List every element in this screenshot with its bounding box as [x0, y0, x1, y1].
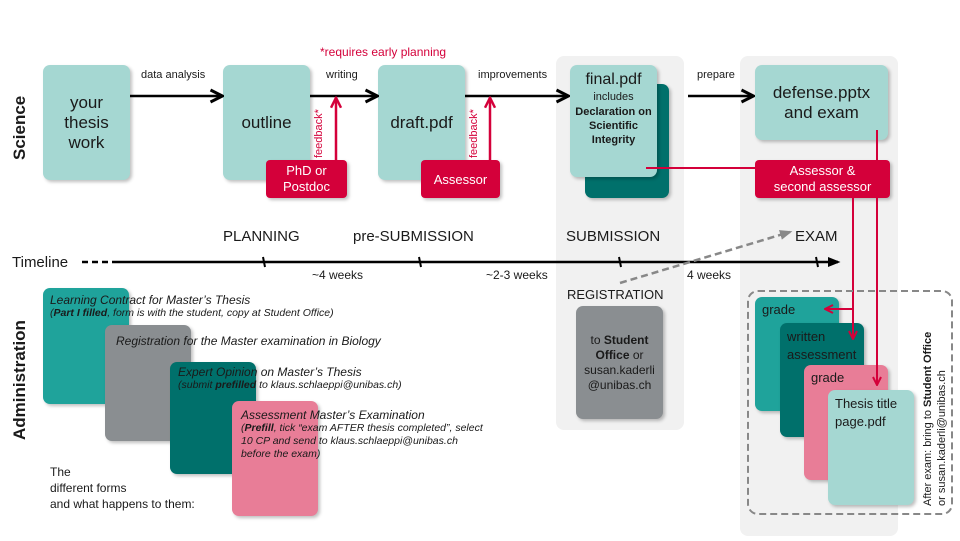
- duration-pre-submission: ~2-3 weeks: [486, 268, 548, 282]
- timeline-tick-2: [418, 256, 422, 268]
- arrow-registration-to-exam: [619, 230, 793, 285]
- step-final-pdf: final.pdf includes Declaration on Scient…: [570, 65, 657, 177]
- registration-card: to Student Office or susan.kaderli @unib…: [576, 306, 663, 419]
- arrow-label-writing: writing: [326, 69, 358, 81]
- phase-pre-submission: pre-SUBMISSION: [353, 228, 474, 245]
- row-label-timeline: Timeline: [12, 254, 69, 271]
- form-learning-contract-title: Learning Contract for Master’s Thesis: [50, 293, 251, 307]
- forms-caption: The different forms and what happens to …: [50, 465, 195, 511]
- form-expert-opinion-title: Expert Opinion on Master’s Thesis: [178, 365, 362, 379]
- timeline-tick-1: [262, 256, 266, 268]
- form-assessment-bold: Prefill: [244, 422, 274, 434]
- early-planning-note: *requires early planning: [320, 45, 447, 59]
- duration-planning: ~4 weeks: [312, 268, 364, 282]
- arrow-label-data-analysis: data analysis: [141, 69, 206, 81]
- registration-label: REGISTRATION: [567, 287, 664, 302]
- form-learning-contract: Learning Contract for Master’s Thesis (P…: [50, 293, 334, 319]
- arrow-label-improvements: improvements: [478, 69, 548, 81]
- final-pdf-title: final.pdf: [585, 71, 642, 88]
- step-thesis-work: your thesis work: [43, 65, 130, 180]
- step-defense: defense.pptx and exam: [755, 65, 888, 140]
- arrow-label-prepare: prepare: [697, 69, 735, 81]
- form-registration: Registration for the Master examination …: [116, 334, 381, 348]
- form-expert-opinion: Expert Opinion on Master’s Thesis (submi…: [178, 365, 402, 391]
- doc-thesis-title-page: Thesis title page.pdf: [828, 390, 914, 505]
- form-assessment: Assessment Master’s Examination (Prefill…: [241, 408, 483, 460]
- after-exam-container: [747, 290, 953, 515]
- timeline-tick-3: [618, 256, 622, 268]
- form-assessment-title: Assessment Master’s Examination: [241, 408, 425, 422]
- form-learning-contract-bold: Part I filled: [53, 307, 108, 319]
- form-learning-contract-note: , form is with the student, copy at Stud…: [107, 307, 334, 319]
- reviewer-phd-postdoc: PhD or Postdoc: [266, 160, 347, 198]
- final-pdf-includes: includes: [593, 91, 634, 103]
- final-pdf-declaration: Declaration on Scientific Integrity: [575, 106, 652, 146]
- reviewer-two-assessors: Assessor & second assessor: [755, 160, 890, 198]
- form-expert-opinion-bold: prefilled: [215, 379, 257, 391]
- form-card-assessment: [232, 401, 318, 516]
- phase-planning: PLANNING: [223, 228, 300, 245]
- timeline-tick-4: [815, 256, 819, 268]
- phase-submission: SUBMISSION: [566, 228, 661, 245]
- duration-submission: 4 weeks: [687, 268, 732, 282]
- reviewer-assessor: Assessor: [421, 160, 500, 198]
- phase-exam: EXAM: [795, 228, 838, 245]
